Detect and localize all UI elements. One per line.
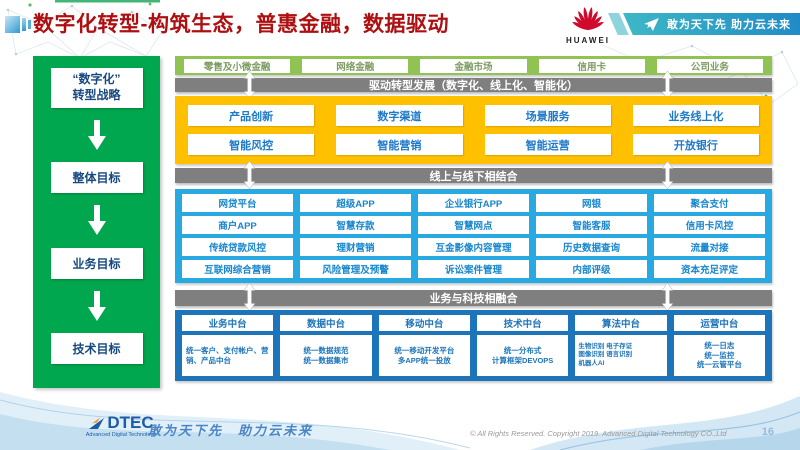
strategy-box-vision: “数字化” 转型战略	[50, 68, 143, 108]
page-title: 数字化转型-构筑生态，普惠金融，数据驱动	[33, 13, 449, 36]
updown-arrow-icon	[243, 160, 256, 192]
flow-bar-label: 线上与线下相结合	[429, 170, 518, 183]
platforms-panel: 业务中台 统一客户、支付帐户、营销、产品中台 数据中台 统一数据规范 统一数据集…	[175, 310, 772, 381]
huawei-flower-icon	[572, 7, 604, 31]
business-line-chip: 网络金融	[302, 58, 409, 73]
platform-column: 算法中台 生物识别 电子存证 图像识别 语言识别 机器人AI	[575, 315, 667, 376]
business-line-chip: 公司业务	[656, 58, 763, 73]
platform-column: 数据中台 统一数据规范 统一数据集市	[280, 315, 372, 376]
channel-chip: 超级APP	[300, 194, 411, 212]
platform-column: 运营中台 统一日志 统一监控 统一云管平台	[673, 315, 765, 376]
channel-chip: 资本充足评定	[654, 260, 765, 278]
strategy-box-tech-goal: 技术目标	[50, 332, 143, 364]
platform-title: 运营中台	[673, 315, 765, 331]
platform-title: 算法中台	[575, 315, 667, 331]
channel-chip: 历史数据查询	[536, 238, 647, 256]
business-line-chip: 零售及小微金融	[184, 58, 291, 73]
channel-chip: 传统贷款风控	[182, 238, 293, 256]
down-arrow-icon	[87, 120, 106, 151]
channel-chip: 风险管理及预警	[300, 260, 411, 278]
channel-chip: 企业银行APP	[418, 194, 529, 212]
channel-chip: 理财营销	[300, 238, 411, 256]
capability-chip: 智能运营	[484, 134, 611, 155]
strategy-box-overall-goal: 整体目标	[50, 162, 143, 194]
capability-chip: 数字渠道	[336, 105, 463, 126]
business-line-chip: 信用卡	[538, 58, 645, 73]
channel-chip: 网银	[536, 194, 647, 212]
capability-chip: 智能风控	[188, 134, 315, 155]
channel-chip: 内部评级	[536, 260, 647, 278]
capability-chip: 开放银行	[632, 134, 759, 155]
channel-chip: 诉讼案件管理	[418, 260, 529, 278]
platform-desc: 统一分布式 计算框架DEVOPS	[477, 335, 569, 376]
channel-chip: 流量对接	[654, 238, 765, 256]
platform-desc: 生物识别 电子存证 图像识别 语言识别 机器人AI	[575, 335, 667, 376]
channels-panel: 网贷平台 超级APP 企业银行APP 网银 聚合支付 商户APP 智慧存款 智慧…	[175, 189, 772, 283]
channel-chip: 互金影像内容管理	[418, 238, 529, 256]
capabilities-panel: 产品创新 数字渠道 场景服务 业务线上化 智能风控 智能营销 智能运营 开放银行	[175, 96, 772, 164]
page-number: 16	[761, 426, 774, 438]
copyright-text: © All Rights Reserved. Copyright 2019. A…	[470, 429, 727, 438]
channel-chip: 网贷平台	[182, 194, 293, 212]
platform-title: 数据中台	[280, 315, 372, 331]
business-lines-row: 零售及小微金融 网络金融 金融市场 信用卡 公司业务	[175, 56, 772, 75]
platform-column: 业务中台 统一客户、支付帐户、营销、产品中台	[182, 315, 274, 376]
platform-desc: 统一移动开发平台 多APP统一投放	[378, 335, 470, 376]
capability-chip: 业务线上化	[632, 105, 759, 126]
slogan-banner: 敢为天下先 助力云未来	[623, 13, 800, 35]
channel-chip: 聚合支付	[654, 194, 765, 212]
flow-bar-drive: 驱动转型发展（数字化、线上化、智能化）	[175, 70, 772, 100]
strategy-panel: “数字化” 转型战略 整体目标 业务目标 技术目标	[33, 56, 160, 388]
banner-slogan-text: 敢为天下先 助力云未来	[666, 19, 791, 31]
platform-title: 技术中台	[477, 315, 569, 331]
platform-title: 移动中台	[378, 315, 470, 331]
paper-plane-icon	[643, 17, 659, 31]
flow-bar-online-offline: 线上与线下相结合	[175, 160, 772, 190]
strategy-box-business-goal: 业务目标	[50, 247, 143, 279]
platform-desc: 统一数据规范 统一数据集市	[280, 335, 372, 376]
platform-column: 技术中台 统一分布式 计算框架DEVOPS	[477, 315, 569, 376]
capability-chip: 智能营销	[336, 134, 463, 155]
down-arrow-icon	[87, 290, 106, 321]
capability-chip: 场景服务	[484, 105, 611, 126]
updown-arrow-icon	[661, 160, 674, 192]
platform-title: 业务中台	[182, 315, 274, 331]
business-line-chip: 金融市场	[420, 58, 527, 73]
huawei-logo-text: HUAWEI	[566, 36, 610, 45]
channel-chip: 智慧存款	[300, 216, 411, 234]
channel-chip: 信用卡风控	[654, 216, 765, 234]
footer-slogan: 敢为天下先 助力云未来	[148, 423, 314, 438]
title-marker-icon	[5, 16, 31, 33]
flow-bar-label: 驱动转型发展（数字化、线上化、智能化）	[369, 80, 578, 92]
adtec-logo: DTEC Advanced Digital Technology	[82, 413, 160, 438]
huawei-logo: HUAWEI	[560, 5, 616, 45]
adtec-logo-subtitle: Advanced Digital Technology	[85, 432, 157, 438]
channel-chip: 商户APP	[182, 216, 293, 234]
channel-chip: 智能客服	[536, 216, 647, 234]
adtec-arrow-icon	[89, 417, 105, 429]
channel-chip: 互联网综合营销	[182, 260, 293, 278]
platform-desc: 统一客户、支付帐户、营销、产品中台	[182, 335, 274, 376]
adtec-logo-text: DTEC	[107, 413, 154, 432]
flow-bar-label: 业务与科技相融合	[429, 293, 518, 305]
platform-column: 移动中台 统一移动开发平台 多APP统一投放	[378, 315, 470, 376]
platform-desc: 统一日志 统一监控 统一云管平台	[673, 335, 765, 376]
channel-chip: 智慧网点	[418, 216, 529, 234]
down-arrow-icon	[87, 205, 106, 236]
capability-chip: 产品创新	[188, 105, 315, 126]
flow-bar-tech-fusion: 业务与科技相融合	[175, 282, 772, 312]
